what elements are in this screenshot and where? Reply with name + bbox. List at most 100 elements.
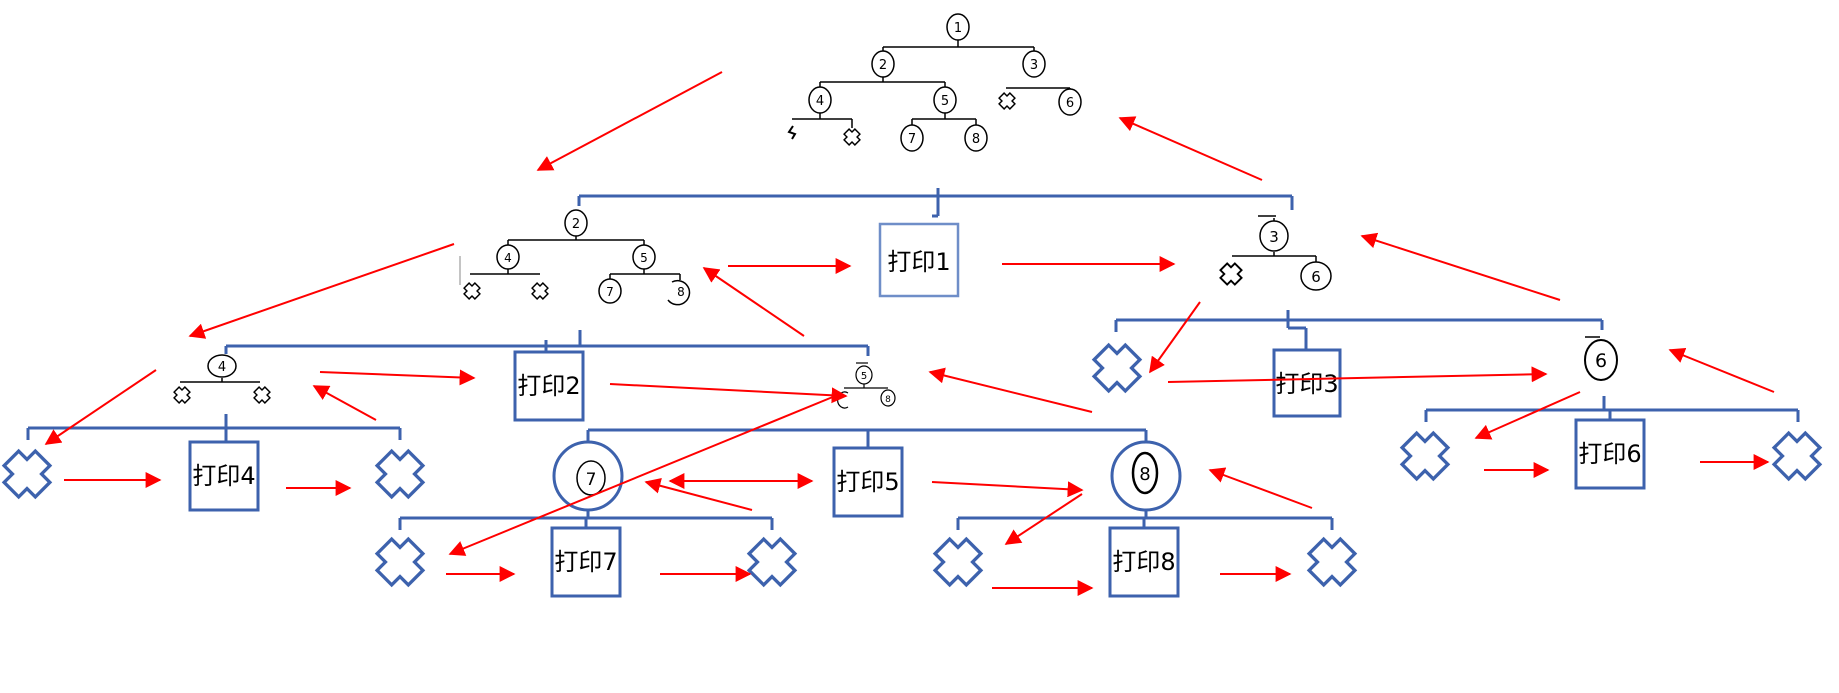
subtree-4	[180, 378, 260, 383]
node-2-label: 2	[879, 58, 887, 73]
print-6-label: 打印6	[1578, 440, 1641, 468]
level5-node7-bracket	[398, 510, 774, 530]
x-cross-icon	[531, 282, 549, 300]
node-5-label: 5	[640, 251, 648, 265]
x-cross-icon	[843, 128, 861, 146]
traversal-arrows	[44, 71, 1775, 596]
red-arrow-icon	[188, 243, 455, 339]
node-7-label: 7	[606, 285, 614, 299]
x-cross-icon	[2, 449, 52, 499]
red-arrow-icon	[1208, 467, 1313, 509]
node-6-label: 6	[1311, 268, 1321, 286]
x-cross-icon	[1307, 537, 1357, 587]
print-2-box	[513, 350, 585, 422]
print-6-box	[1574, 418, 1646, 490]
level4-node4-bracket	[26, 414, 402, 442]
node-6-label: 6	[1066, 96, 1074, 111]
x-cross-icon	[933, 537, 983, 587]
red-arrow-icon	[1167, 366, 1548, 383]
print-4-box	[188, 440, 260, 512]
node-6-circle	[1300, 261, 1332, 291]
node-7-label: 7	[908, 132, 916, 147]
node-5-circle	[855, 365, 873, 385]
level3-right-bracket	[1114, 310, 1604, 350]
node-4-label: 4	[504, 251, 512, 265]
print-3-label: 打印3	[1275, 370, 1338, 398]
x-cross-icon	[173, 386, 191, 404]
x-cross-icon	[253, 386, 271, 404]
node-4-circle	[207, 354, 237, 378]
node-2-circle	[871, 50, 895, 78]
print-8-label: 打印8	[1112, 548, 1175, 576]
node-8-label: 8	[1139, 464, 1150, 485]
subtree-2	[459, 236, 681, 285]
node-6-circle	[1584, 339, 1618, 381]
node-6-label: 6	[1595, 350, 1607, 372]
node-7-circle	[576, 460, 606, 496]
x-cross-icon	[375, 537, 425, 587]
node-8-partial-circle	[667, 279, 691, 306]
node-5-circle	[632, 244, 656, 270]
red-arrow-icon	[1149, 301, 1201, 374]
node-7-label: 7	[586, 470, 597, 490]
print-5-label: 打印5	[836, 468, 899, 496]
node-6-circle	[1058, 88, 1082, 116]
node-4-label: 4	[218, 360, 226, 375]
node-5-label: 5	[941, 94, 949, 109]
print-7-box	[550, 526, 622, 598]
x-cross-icon	[1400, 431, 1450, 481]
subtree-5	[844, 362, 888, 389]
red-arrow-icon	[702, 267, 805, 337]
node-5-circle	[933, 86, 957, 114]
red-arrow-icon	[931, 481, 1084, 498]
node-5-label: 5	[861, 371, 867, 382]
node-7-circle	[598, 278, 622, 304]
red-arrow-icon	[1118, 116, 1263, 181]
node-8-circle	[1131, 451, 1159, 495]
node-8-label: 8	[885, 395, 891, 405]
x-cross-icon	[463, 282, 481, 300]
node-4-circle	[496, 244, 520, 270]
subtree-3	[1232, 215, 1317, 262]
print-2-label: 打印2	[517, 372, 580, 400]
node-3-label: 3	[1030, 58, 1038, 73]
print-1-box	[878, 222, 960, 298]
red-arrow-icon	[448, 393, 841, 556]
red-arrow-icon	[319, 369, 476, 386]
node-8-circle	[964, 124, 988, 152]
red-arrow-icon	[928, 367, 1093, 413]
node-2-label: 2	[572, 217, 580, 232]
node-1-label: 1	[954, 21, 962, 36]
x-cross-icon	[375, 449, 425, 499]
red-arrow-icon	[1474, 391, 1581, 440]
level2-bracket	[577, 188, 1294, 216]
level3-left-bracket	[224, 330, 870, 356]
full-tree	[792, 39, 1071, 128]
node-4-circle	[808, 86, 832, 114]
red-arrow-icon	[312, 385, 377, 421]
node-4-label: 4	[816, 94, 824, 109]
x-cross-icon	[1219, 262, 1243, 286]
x-cross-icon	[1092, 343, 1142, 393]
print-1-label: 打印1	[887, 248, 950, 276]
red-arrow-icon	[536, 71, 723, 171]
print-7-label: 打印7	[554, 548, 617, 576]
x-cross-icon	[1772, 431, 1822, 481]
x-cross-icon	[747, 537, 797, 587]
level4-node5-bracket	[586, 428, 1148, 448]
node-3-circle	[1259, 220, 1289, 252]
node-3-circle	[1022, 50, 1046, 78]
node-8-circle	[880, 389, 896, 407]
red-arrow-icon	[1004, 493, 1083, 545]
node-7-circle	[900, 124, 924, 152]
broken-null-icon	[787, 125, 797, 140]
level5-node8-bracket	[956, 510, 1334, 530]
red-arrow-icon	[44, 369, 157, 445]
print-4-label: 打印4	[192, 462, 255, 490]
level4-node6-bracket	[1424, 396, 1800, 422]
red-arrow-icon	[1360, 232, 1561, 301]
print-5-box	[832, 446, 904, 518]
print-8-box	[1108, 526, 1180, 598]
red-arrow-icon	[1668, 347, 1775, 393]
